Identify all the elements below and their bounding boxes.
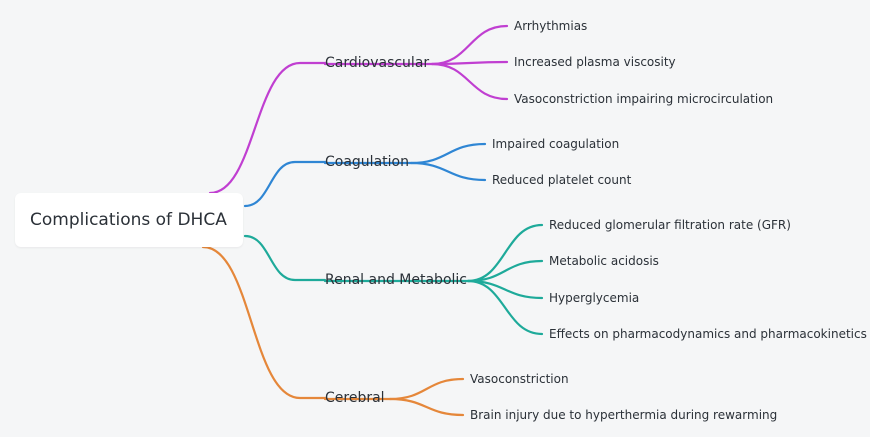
- leaf-metabolic-acidosis: Metabolic acidosis: [549, 254, 659, 268]
- leaf-hyperglycemia: Hyperglycemia: [549, 291, 640, 305]
- leaf-reduced-platelet-count: Reduced platelet count: [492, 173, 632, 187]
- branch-connector: [201, 245, 327, 400]
- leaf-connector: [409, 142, 487, 165]
- leaf-vasoconstriction: Vasoconstriction: [470, 372, 569, 386]
- leaf-connector: [466, 279, 544, 336]
- leaf-connector: [430, 24, 509, 66]
- leaf-vasoconstriction-microcirculation: Vasoconstriction impairing microcirculat…: [514, 92, 774, 106]
- root-node-label: Complications of DHCA: [30, 210, 227, 230]
- root-node: [15, 193, 243, 247]
- branch-renal-metabolic: Renal and Metabolic: [325, 272, 467, 288]
- leaf-arrhythmias: Arrhythmias: [514, 19, 588, 33]
- branch-cerebral: Cerebral: [325, 390, 385, 406]
- leaf-connector: [388, 377, 465, 401]
- branch-connector: [208, 61, 327, 195]
- leaf-reduced-gfr: Reduced glomerular filtration rate (GFR): [549, 218, 791, 232]
- leaf-pharmacodynamics-effects: Effects on pharmacodynamics and pharmaco…: [549, 327, 867, 341]
- branch-connector: [243, 160, 327, 208]
- branch-connector: [243, 234, 327, 282]
- leaf-impaired-coagulation: Impaired coagulation: [492, 137, 620, 151]
- leaf-plasma-viscosity: Increased plasma viscosity: [514, 55, 676, 69]
- leaf-brain-injury: Brain injury due to hyperthermia during …: [470, 408, 778, 422]
- branch-coagulation: Coagulation: [325, 154, 409, 170]
- branch-cardiovascular: Cardiovascular: [325, 55, 430, 71]
- leaf-connector: [388, 397, 465, 417]
- leaf-connector: [466, 223, 544, 283]
- leaf-connector: [430, 62, 509, 101]
- leaf-connector: [409, 161, 487, 182]
